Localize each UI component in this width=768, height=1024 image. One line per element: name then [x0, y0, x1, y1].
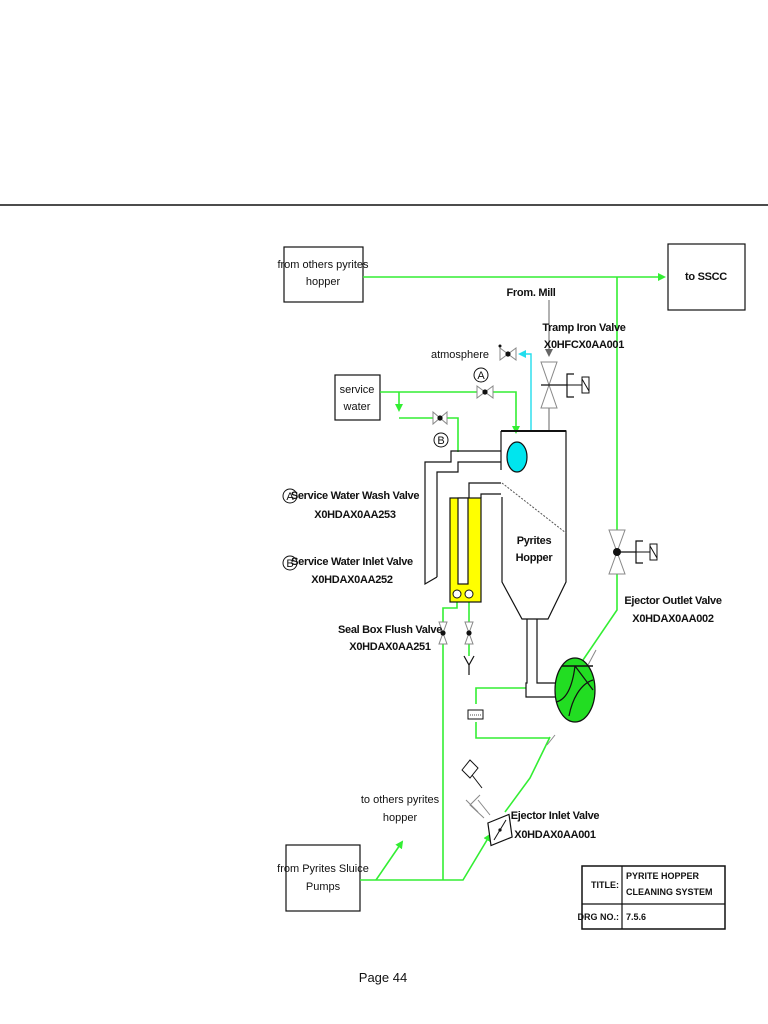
from-sluice-pumps-line1: from Pyrites Sluice	[277, 863, 369, 875]
title-value-line1: PYRITE HOPPER	[626, 871, 700, 881]
legend-item-b: B Service Water Inlet Valve X0HDAX0AA252	[282, 555, 413, 586]
hopper-screen-line	[501, 482, 567, 534]
to-sscc-box: to SSCC	[667, 243, 746, 311]
ejector-outlet-valve[interactable]	[608, 529, 658, 575]
ejector-upper-bypass	[475, 687, 526, 704]
from-others-hopper-line2: hopper	[306, 276, 341, 288]
ejector-inlet-valve-name: Ejector Inlet Valve	[511, 810, 600, 822]
from-sluice-pumps-line2: Pumps	[306, 881, 341, 893]
from-others-hopper-box: from others pyrites hopper	[277, 246, 369, 303]
atmosphere-vent-valve[interactable]	[498, 344, 517, 361]
ejector-inlet-valve[interactable]	[461, 759, 521, 853]
valve-a-marker: A	[477, 370, 485, 382]
inlet-valve-b[interactable]: B	[432, 410, 449, 448]
pyrites-hopper: Pyrites Hopper	[500, 430, 567, 698]
service-water-box: service water	[334, 374, 381, 421]
vent-line	[518, 350, 532, 430]
sealbox-to-flush-valve	[442, 600, 458, 622]
legend-a-name: Service Water Wash Valve	[291, 490, 420, 502]
from-mill-label: From. Mill	[507, 287, 556, 299]
legend-b-code: X0HDAX0AA252	[311, 574, 393, 586]
hopper-label-line2: Hopper	[516, 552, 554, 564]
hopper-label-line1: Pyrites	[517, 535, 552, 547]
ejector	[546, 649, 597, 746]
from-others-hopper-line1: from others pyrites	[277, 259, 369, 271]
ejector-outlet-valve-name: Ejector Outlet Valve	[624, 595, 722, 607]
title-block: TITLE: PYRITE HOPPER CLEANING SYSTEM DRG…	[578, 865, 726, 930]
title-value-line2: CLEANING SYSTEM	[626, 887, 713, 897]
legend-b-name: Service Water Inlet Valve	[291, 556, 413, 568]
seal-box-drain-valve[interactable]	[464, 621, 474, 645]
ejector-lower-bypass	[475, 722, 549, 739]
tramp-iron-valve-name: Tramp Iron Valve	[542, 322, 625, 334]
tramp-iron-valve-code: X0HFCX0AA001	[544, 339, 624, 351]
inlet-b-to-sealbox	[446, 417, 459, 452]
valve-b-marker: B	[437, 435, 444, 447]
atmosphere-label: atmosphere	[431, 349, 489, 361]
from-sluice-pumps-box: from Pyrites Sluice Pumps	[277, 844, 369, 912]
drg-no-value: 7.5.6	[626, 912, 646, 922]
seal-box-flush-valve-code: X0HDAX0AA251	[349, 641, 431, 653]
tramp-iron-valve[interactable]	[540, 361, 590, 409]
legend-b-marker: B	[286, 558, 293, 570]
legend-a-code: X0HDAX0AA253	[314, 509, 396, 521]
title-label: TITLE:	[591, 880, 619, 890]
seal-box-flush-valve-name: Seal Box Flush Valve	[338, 624, 442, 636]
to-others-hopper-line	[375, 840, 404, 881]
ejector-inlet-valve-code: X0HDAX0AA001	[514, 829, 596, 841]
ejector-outlet-line	[582, 277, 618, 661]
seal-box-flush-valve[interactable]	[438, 621, 448, 645]
drg-no-label: DRG NO.:	[578, 912, 620, 922]
to-sscc-label: to SSCC	[685, 271, 727, 283]
ejector-outlet-valve-code: X0HDAX0AA002	[632, 613, 714, 625]
page-number: Page 44	[359, 970, 407, 985]
legend-item-a: A Service Water Wash Valve X0HDAX0AA253	[282, 488, 420, 521]
service-water-line1: service	[340, 384, 375, 396]
seal-box	[424, 450, 501, 603]
wash-valve-a[interactable]: A	[473, 367, 494, 399]
drain-funnel-icon	[463, 655, 475, 675]
service-water-line2: water	[343, 401, 371, 413]
wash-to-hopper-line	[491, 391, 520, 434]
ejector-inlet-line	[504, 736, 551, 813]
to-others-hopper-line1: to others pyrites	[361, 794, 440, 806]
water-lines	[360, 273, 666, 881]
legend-a-marker: A	[286, 491, 294, 503]
sight-glass-icon	[467, 709, 484, 720]
to-others-hopper-line2: hopper	[383, 812, 418, 824]
vent-ball	[506, 441, 528, 473]
sluice-main-line	[360, 833, 492, 881]
